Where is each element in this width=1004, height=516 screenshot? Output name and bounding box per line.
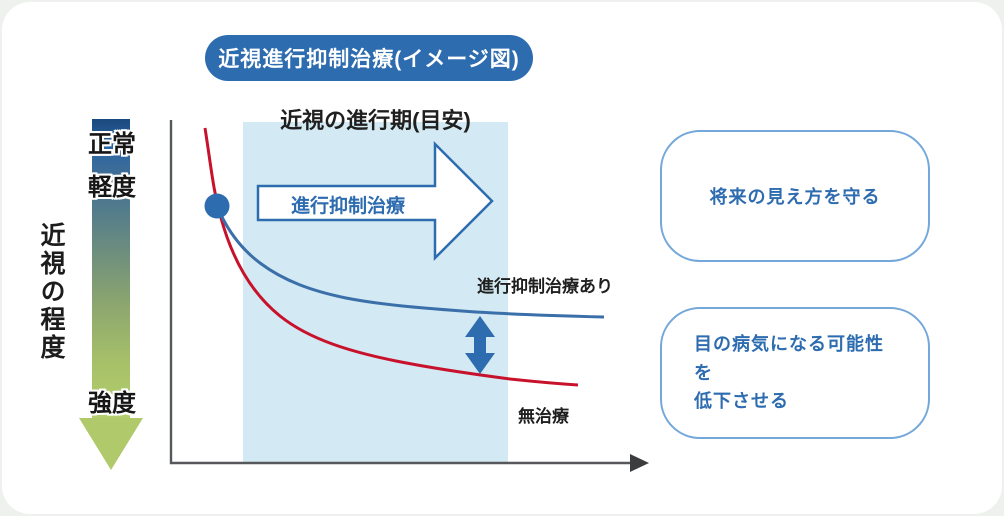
- y-axis-title: 近視の程度: [37, 222, 65, 362]
- benefit-box-disease: 目の病気になる可能性を 低下させる: [660, 307, 930, 439]
- benefit-text-disease-line2: 低下させる: [694, 391, 789, 412]
- treatment-arrow-label: 進行抑制治療: [290, 196, 405, 217]
- chart-heading: 近視の進行期(目安): [280, 108, 471, 133]
- severity-gradient-bar: [92, 119, 130, 418]
- severity-down-arrow-icon: [79, 418, 143, 470]
- benefit-text-disease-line1: 目の病気になる可能性を: [694, 333, 884, 383]
- no-treatment-curve-label: 無治療: [518, 407, 569, 426]
- benefit-box-vision: 将来の見え方を守る: [660, 130, 930, 262]
- level-label-normal: 正常: [88, 131, 136, 158]
- title-badge: 近視進行抑制治療(イメージ図): [205, 35, 533, 81]
- benefit-text-vision: 将来の見え方を守る: [709, 187, 881, 207]
- level-label-severe: 強度: [88, 390, 136, 417]
- level-label-mild: 軽度: [88, 174, 136, 201]
- benefit-text-disease: 目の病気になる可能性を 低下させる: [662, 330, 928, 416]
- with-treatment-curve-label: 進行抑制治療あり: [477, 277, 613, 296]
